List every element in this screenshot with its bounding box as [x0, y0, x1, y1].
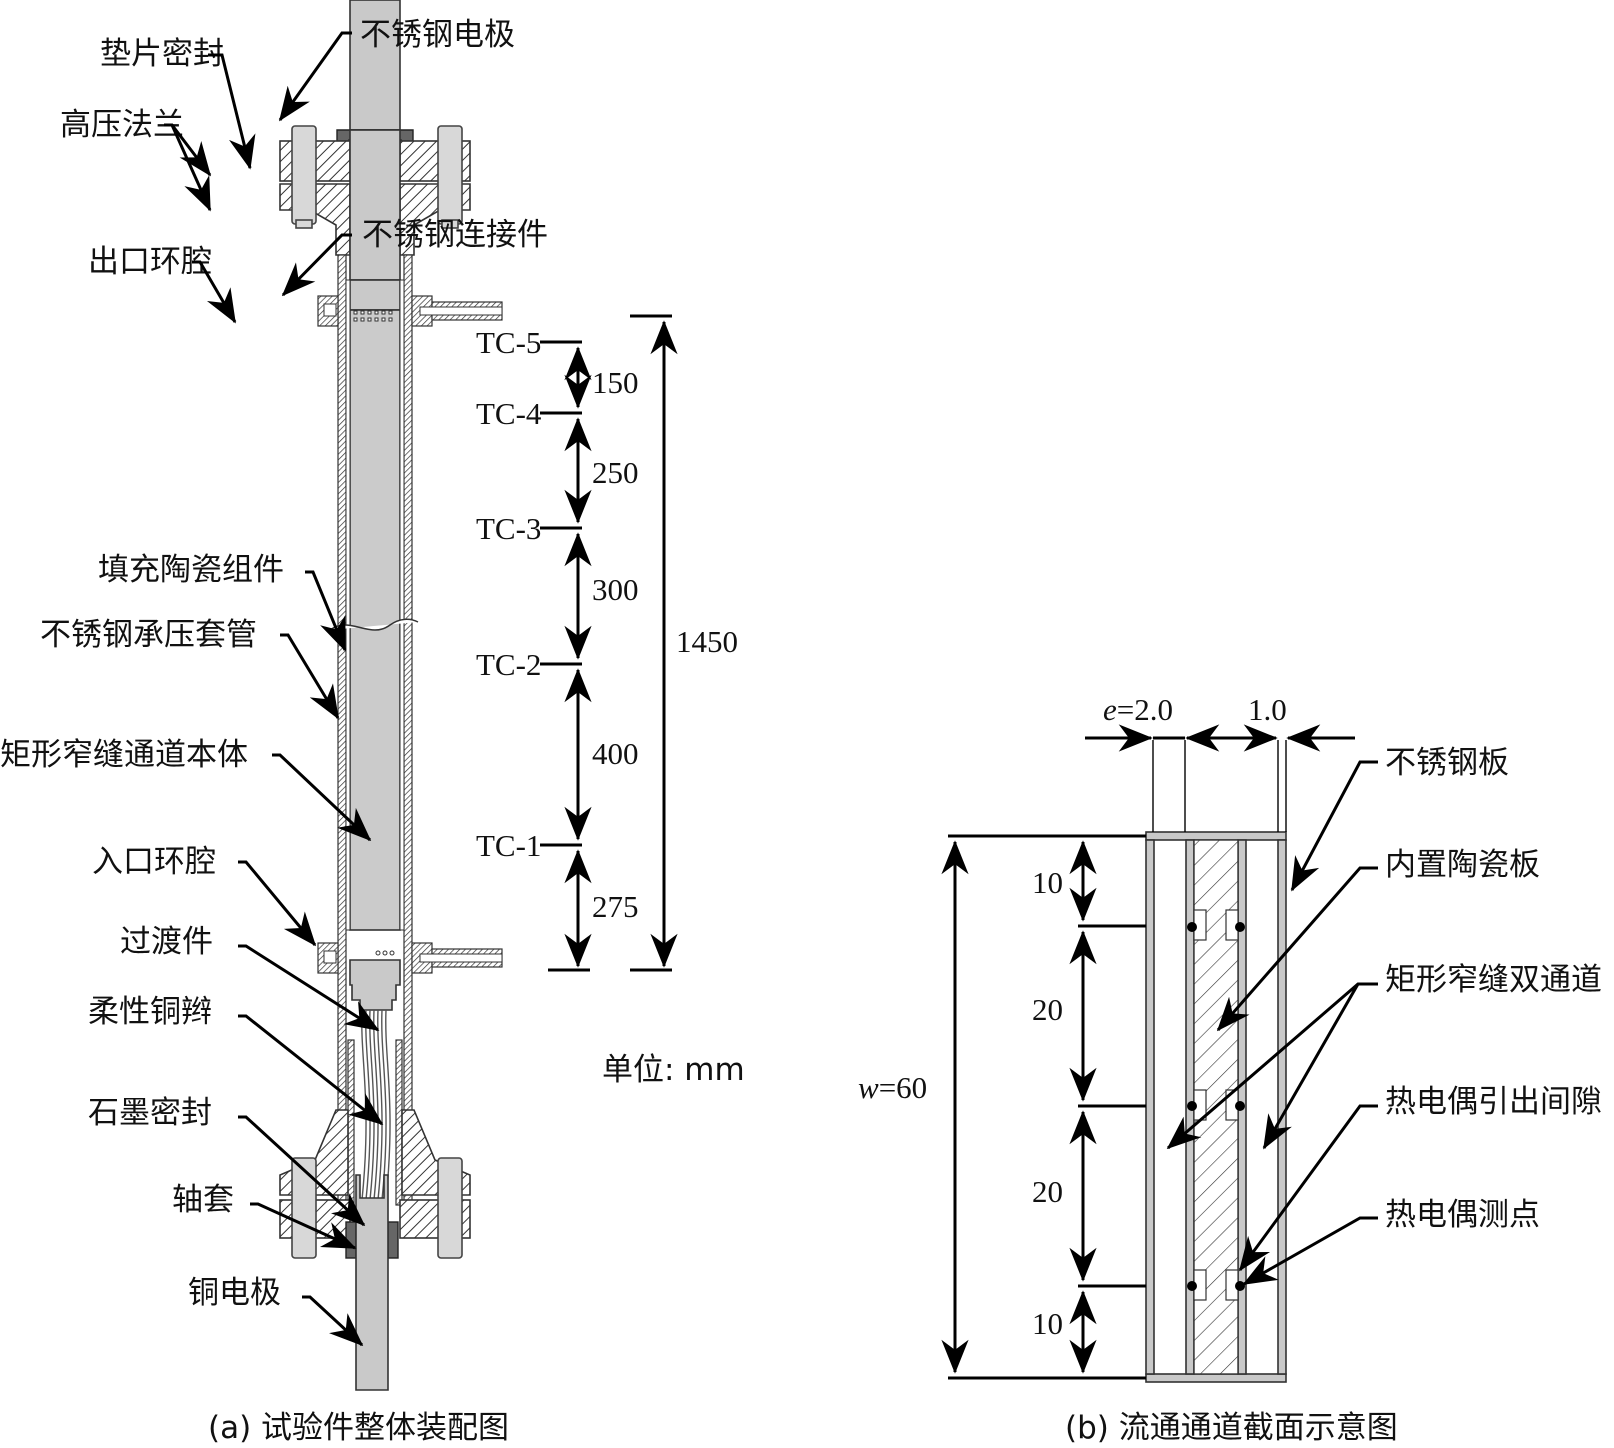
- bottom-cap: [1145, 1373, 1287, 1383]
- label-ceramic-plate: 内置陶瓷板: [1385, 847, 1540, 883]
- inlet-annulus: [317, 942, 503, 974]
- ceramic-fill-left: [345, 279, 351, 931]
- tc-label-1: TC-1: [476, 828, 541, 863]
- segment-1: 10: [1032, 865, 1063, 900]
- panel-b: e=2.0 1.0 10 20 20 10 w=60 不锈钢板 内置陶瓷板 矩形…: [858, 692, 1602, 1446]
- pressure-sleeve-right: [403, 254, 413, 1206]
- label-copper-electrode: 铜电极: [188, 1275, 281, 1311]
- gap-dimension: e=2.0: [1103, 692, 1173, 727]
- spacing-250: 250: [592, 455, 639, 490]
- break-line: [329, 618, 419, 631]
- caption-b: (b) 流通通道截面示意图: [1065, 1410, 1398, 1446]
- channel-body: [349, 309, 401, 931]
- tc-label-5: TC-5: [476, 325, 541, 360]
- unit-note: 单位: mm: [602, 1052, 745, 1088]
- label-tc-point: 热电偶测点: [1385, 1197, 1540, 1233]
- inner-column-top: [349, 129, 401, 281]
- copper-braid: [361, 1009, 391, 1201]
- copper-electrode: [355, 1174, 389, 1391]
- spacing-275: 275: [592, 889, 639, 924]
- label-inlet-annulus: 入口环腔: [92, 844, 216, 880]
- label-copper-braid: 柔性铜辫: [88, 994, 212, 1030]
- label-channel-body: 矩形窄缝通道本体: [0, 737, 248, 773]
- spacing-150: 150: [592, 365, 639, 400]
- label-transition-piece: 过渡件: [120, 924, 213, 960]
- lower-guide-left: [347, 1039, 355, 1206]
- spacing-300: 300: [592, 572, 639, 607]
- label-ss-plate: 不锈钢板: [1385, 745, 1509, 781]
- tc-label-3: TC-3: [476, 511, 541, 546]
- label-pressure-sleeve: 不锈钢承压套管: [40, 617, 257, 653]
- ss-connector: [349, 279, 401, 311]
- top-dimensions: e=2.0 1.0: [1085, 692, 1355, 832]
- transition-piece: [349, 959, 401, 1011]
- label-outlet-annulus: 出口环腔: [88, 244, 212, 280]
- upper-flange: [279, 125, 471, 256]
- graphite-seal-left: [345, 1221, 357, 1259]
- tc-label-4: TC-4: [476, 396, 542, 431]
- lower-guide-right: [395, 1039, 403, 1206]
- label-ss-connector: 不锈钢连接件: [362, 217, 548, 253]
- spacing-400: 400: [592, 736, 639, 771]
- caption-a: (a) 试验件整体装配图: [208, 1410, 509, 1446]
- segment-2: 20: [1032, 992, 1063, 1027]
- distributor-holes: [353, 310, 393, 322]
- top-cap: [1145, 831, 1287, 841]
- ss-plate-left: [1145, 839, 1155, 1375]
- plate-thickness: 1.0: [1248, 692, 1287, 727]
- segment-3: 20: [1032, 1174, 1063, 1209]
- label-bushing: 轴套: [172, 1182, 234, 1218]
- label-ss-electrode: 不锈钢电极: [360, 17, 515, 53]
- tc-dimensions: TC-5 TC-4 TC-3 TC-2 TC-1 150 250 300 400…: [476, 314, 738, 972]
- ss-plate-right: [1277, 839, 1287, 1375]
- left-dimensions: 10 20 20 10 w=60: [858, 834, 1146, 1380]
- width-dimension: w=60: [858, 1070, 927, 1105]
- outlet-annulus: [317, 295, 503, 327]
- stainless-electrode: [349, 0, 401, 131]
- label-dual-channel: 矩形窄缝双通道: [1385, 962, 1602, 998]
- label-gasket-seal: 垫片密封: [100, 36, 224, 72]
- ceramic-fill-right: [399, 279, 405, 931]
- panel-a: 垫片密封 不锈钢电极 高压法兰 不锈钢连接件 出口环腔 填充陶瓷组件 不锈钢承压…: [0, 0, 745, 1446]
- segment-4: 10: [1032, 1306, 1063, 1341]
- pressure-sleeve-left: [337, 254, 347, 1206]
- total-length: 1450: [676, 624, 738, 659]
- label-tc-gap: 热电偶引出间隙: [1385, 1084, 1602, 1120]
- graphite-seal-right: [387, 1221, 399, 1259]
- label-ceramic-fill: 填充陶瓷组件: [98, 552, 284, 588]
- label-graphite-seal: 石墨密封: [88, 1095, 212, 1131]
- tc-label-2: TC-2: [476, 647, 541, 682]
- label-hp-flange: 高压法兰: [60, 107, 184, 143]
